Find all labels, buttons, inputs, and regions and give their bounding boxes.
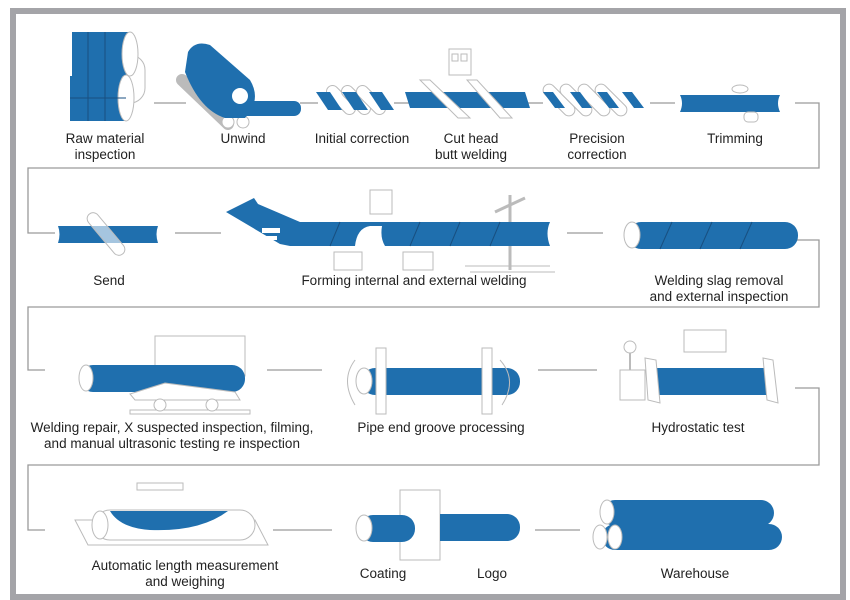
step-label-unwind: Unwind (220, 131, 266, 146)
step-label-groove-processing: Pipe end groove processing (357, 420, 525, 435)
step-label-logo: Logo (476, 566, 508, 581)
coating-booth-icon (355, 489, 441, 561)
step-label-hydrostatic-test: Hydrostatic test (651, 420, 745, 435)
beveling-machine-icon (347, 347, 520, 415)
step-label-warehouse: Warehouse (660, 566, 730, 581)
step-label-welding-repair: Welding repair, X suspected inspection, … (30, 420, 314, 451)
connector-return (27, 102, 820, 234)
marked-pipe-icon (440, 514, 520, 541)
connector-return (27, 387, 820, 531)
steel-coils-icon (70, 31, 146, 122)
uncoiler-icon (176, 43, 301, 130)
connector-return (27, 239, 820, 371)
step-label-trimming: Trimming (707, 131, 763, 146)
step-label-forming-welding: Forming internal and external welding (301, 273, 527, 288)
step-label-send: Send (93, 273, 125, 288)
forming-welding-icon (226, 189, 555, 273)
pipe-inspection-icon (623, 221, 798, 250)
hydrostatic-tester-icon (619, 329, 779, 404)
leveling-rollers-icon (542, 83, 644, 117)
xray-inspection-icon (78, 335, 251, 415)
straightening-rollers-icon (316, 85, 394, 115)
pipe-stack-icon (592, 499, 782, 550)
feed-roller-icon (58, 212, 158, 256)
edge-trimmer-icon (680, 84, 780, 123)
step-label-initial-correction: Initial correction (314, 131, 410, 146)
flow-connectors (27, 102, 820, 531)
measuring-scale-icon (74, 482, 269, 546)
butt-welder-icon (405, 48, 530, 119)
step-label-coating: Coating (359, 566, 407, 581)
